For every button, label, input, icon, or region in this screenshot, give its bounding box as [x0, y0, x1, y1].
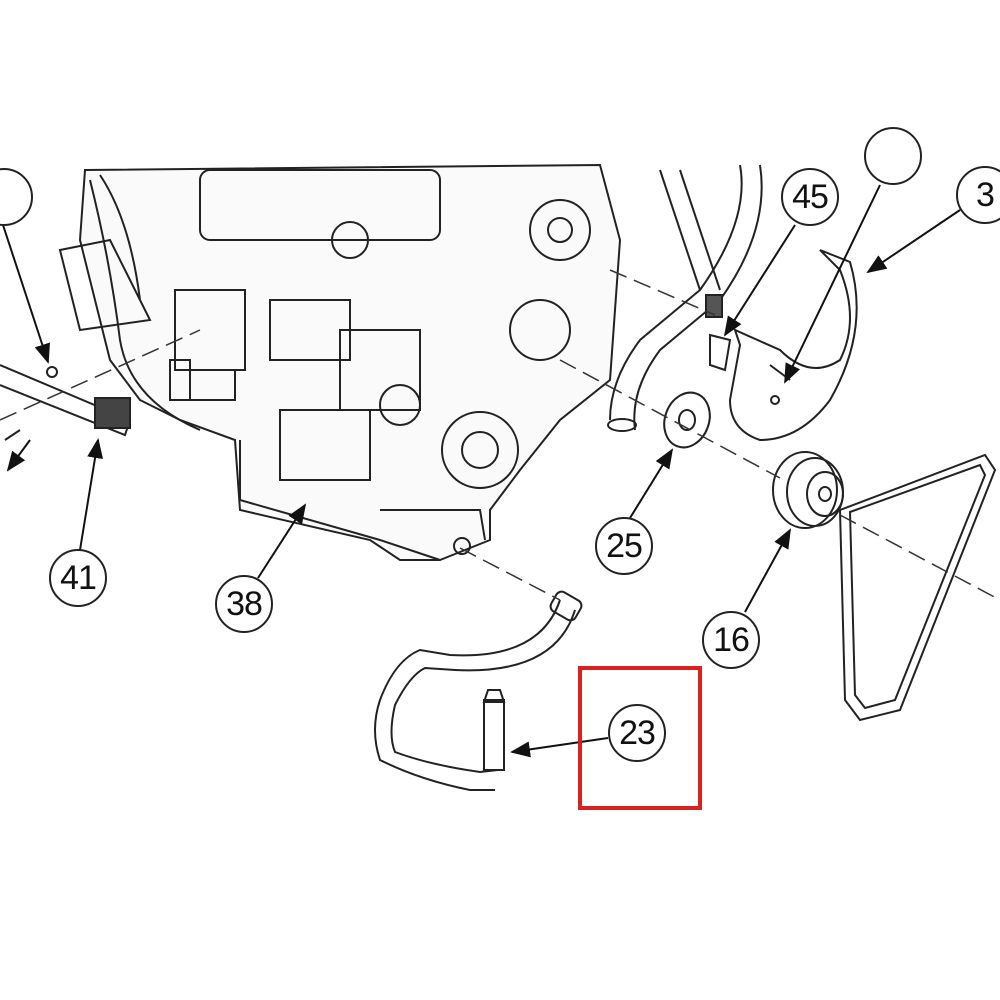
hose-upper-left — [607, 164, 763, 432]
callout-25[interactable]: 25 — [595, 517, 653, 575]
alignment-lines — [0, 269, 1000, 601]
highlight-box-23 — [578, 666, 702, 810]
pulley-16 — [772, 451, 844, 529]
gasket-25 — [663, 391, 711, 449]
leader-lines — [2, 184, 961, 758]
callout-partial-top[interactable] — [864, 127, 922, 185]
sensor-45 — [705, 294, 732, 372]
hose-23 — [374, 590, 583, 791]
callout-45[interactable]: 45 — [781, 168, 839, 226]
callout-3[interactable]: 3 — [956, 166, 1000, 224]
callout-23[interactable]: 23 — [608, 704, 666, 762]
callout-41[interactable]: 41 — [49, 549, 107, 607]
bracket-3 — [728, 249, 858, 442]
callout-16[interactable]: 16 — [702, 611, 760, 669]
bracket-41 — [0, 364, 132, 441]
drive-belt — [838, 453, 997, 722]
callout-38[interactable]: 38 — [215, 575, 273, 633]
engine-assembly — [58, 163, 622, 561]
